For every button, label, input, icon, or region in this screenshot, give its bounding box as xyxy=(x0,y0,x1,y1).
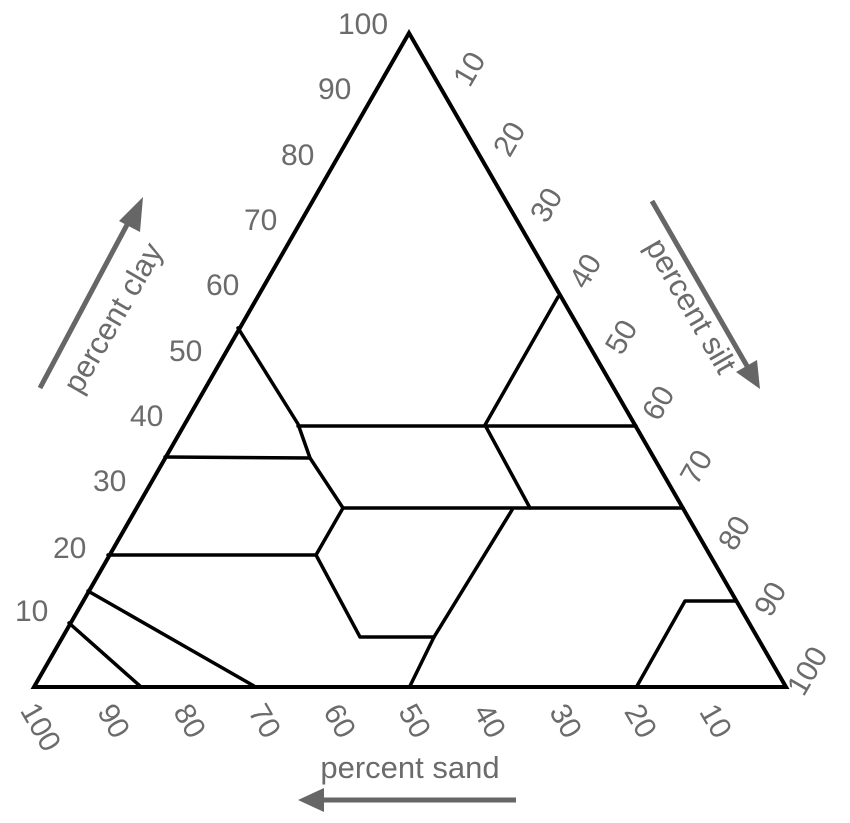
silt-tick-label: 70 xyxy=(674,445,719,490)
clay-tick-label: 20 xyxy=(53,532,86,565)
silt-direction-arrow xyxy=(649,199,760,389)
boundary-sandy-clay xyxy=(236,326,345,510)
sand-tick-label: 90 xyxy=(91,699,136,744)
clay-axis-title: percent clay xyxy=(56,236,170,399)
clay-tick-label: 100 xyxy=(338,8,388,41)
silt-tick-label: 30 xyxy=(524,183,569,228)
boundary-silt xyxy=(635,599,737,688)
silt-tick-label: 20 xyxy=(487,117,532,162)
clay-tick-label: 30 xyxy=(93,465,126,498)
sand-tick-label: 60 xyxy=(317,699,362,744)
triangle-outline xyxy=(30,28,790,689)
silt-tick-labels: 10 20 30 40 50 60 70 80 90 100 xyxy=(447,47,834,702)
sand-tick-label: 20 xyxy=(618,699,663,744)
clay-tick-label: 10 xyxy=(15,595,48,628)
clay-tick-label: 70 xyxy=(244,204,277,237)
sand-tick-label: 50 xyxy=(392,699,437,744)
sand-tick-label: 30 xyxy=(543,699,588,744)
clay-direction-arrow xyxy=(37,197,143,390)
sand-tick-label: 100 xyxy=(13,697,67,757)
silt-axis-title: percent silt xyxy=(638,232,743,380)
clay-tick-label: 40 xyxy=(130,400,163,433)
clay-tick-labels: 10 20 30 40 50 60 70 80 90 100 xyxy=(15,8,388,628)
boundary-loamy-sand xyxy=(86,589,256,688)
sand-tick-label: 10 xyxy=(693,699,738,744)
sand-tick-label: 80 xyxy=(167,699,212,744)
clay-tick-label: 50 xyxy=(169,335,202,368)
silt-tick-label: 80 xyxy=(712,511,757,556)
silt-tick-label: 10 xyxy=(447,47,492,92)
silt-tick-label: 50 xyxy=(599,315,644,360)
sand-tick-label: 40 xyxy=(467,699,512,744)
silt-tick-label: 100 xyxy=(781,641,835,701)
silt-tick-label: 60 xyxy=(636,381,681,426)
sand-tick-labels: 100 90 80 70 60 50 40 30 20 10 xyxy=(13,697,737,757)
silt-tick-label: 40 xyxy=(563,249,608,294)
sand-direction-arrow xyxy=(298,788,516,812)
sand-axis-title: percent sand xyxy=(320,750,499,785)
clay-tick-label: 80 xyxy=(281,139,314,172)
boundary-sandy-clay-base xyxy=(163,455,312,460)
sand-tick-label: 70 xyxy=(242,699,287,744)
texture-class-boundaries xyxy=(67,295,737,688)
silt-tick-label: 90 xyxy=(748,577,793,622)
boundary-silt-loam xyxy=(408,508,514,688)
clay-tick-label: 60 xyxy=(206,269,239,302)
boundary-sand xyxy=(67,621,142,688)
boundary-loam xyxy=(314,506,436,639)
clay-tick-label: 90 xyxy=(318,73,351,106)
boundary-silty-clay xyxy=(483,295,560,510)
